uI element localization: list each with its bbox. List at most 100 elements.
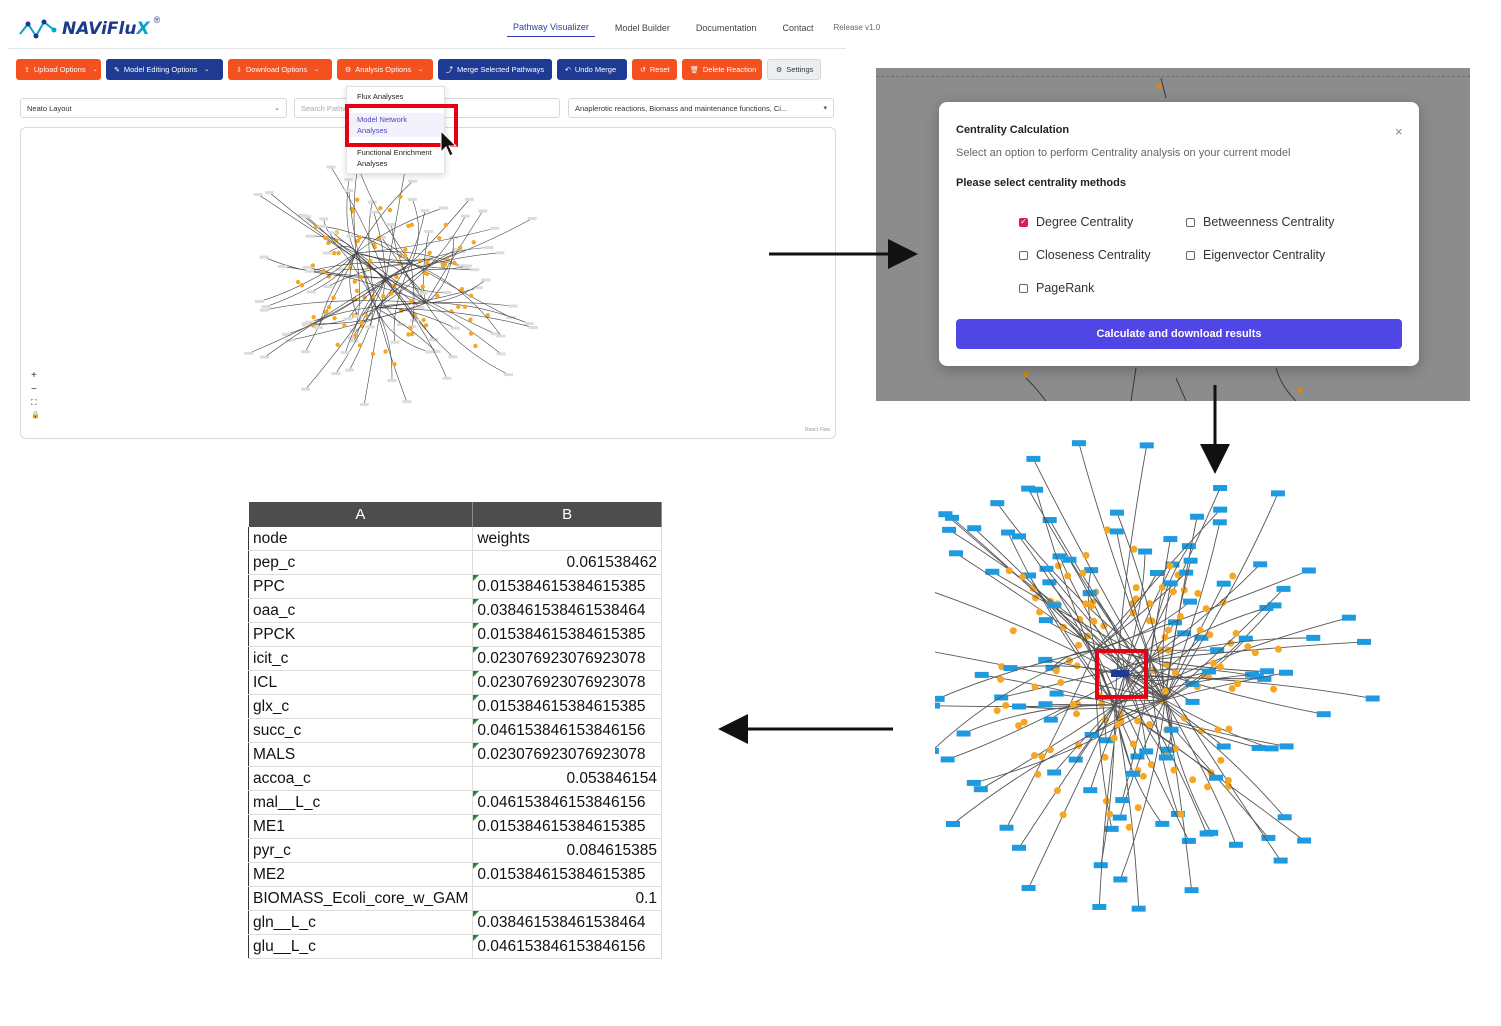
cell-node[interactable]: BIOMASS_Ecoli_core_w_GAM [247,886,474,911]
metabolite-node[interactable] [335,342,340,347]
reaction-node[interactable] [1260,668,1275,675]
reaction-node[interactable] [260,355,270,359]
reaction-node[interactable] [1267,602,1282,609]
metabolite-node[interactable] [1082,600,1090,608]
reaction-node[interactable] [314,326,324,330]
cell-weight[interactable]: 0.023076923076923078 [472,742,662,767]
metabolite-node[interactable] [354,288,360,294]
cell-weight[interactable]: 0.061538462 [472,550,662,575]
reaction-node[interactable] [420,209,430,213]
metabolite-node[interactable] [357,235,362,240]
metabolite-node[interactable] [452,260,457,266]
reaction-node[interactable] [942,526,957,533]
metabolite-node[interactable] [1216,663,1224,671]
reaction-node[interactable] [1183,598,1198,605]
metabolite-node[interactable] [1210,659,1218,667]
reaction-node[interactable] [402,400,412,404]
metabolite-node[interactable] [1110,734,1118,742]
reaction-node[interactable] [365,325,375,329]
checkbox-icon[interactable] [1019,283,1028,293]
reaction-node[interactable] [478,209,488,213]
metabolite-node[interactable] [1176,612,1184,620]
reaction-node[interactable] [1306,634,1321,641]
metabolite-node[interactable] [313,224,319,229]
metabolite-node[interactable] [1038,753,1046,761]
reaction-node[interactable] [319,217,329,221]
reaction-node[interactable] [425,350,435,354]
reaction-node[interactable] [377,235,387,239]
reaction-node[interactable] [495,251,505,255]
metabolite-node[interactable] [324,309,329,315]
cell-node[interactable]: accoa_c [247,766,474,791]
cell-node[interactable]: icit_c [247,646,474,671]
reaction-node[interactable] [1125,770,1140,777]
metabolite-node[interactable] [352,279,357,284]
reaction-node[interactable] [1155,820,1170,827]
metabolite-node[interactable] [1166,562,1174,570]
metabolite-node[interactable] [1224,776,1232,784]
reaction-node[interactable] [415,305,425,309]
cell-node[interactable]: pyr_c [247,838,474,863]
reaction-node[interactable] [1039,565,1054,572]
lock-icon[interactable]: 🔒 [31,412,40,419]
metabolite-node[interactable] [357,343,363,348]
reaction-node[interactable] [442,291,452,295]
reaction-node[interactable] [490,226,500,230]
reaction-node[interactable] [1181,837,1196,844]
reaction-node[interactable] [1026,455,1041,462]
metabolite-node[interactable] [1234,680,1242,688]
reaction-node[interactable] [966,779,981,786]
metabolite-node[interactable] [1057,678,1065,686]
metabolite-node[interactable] [1270,685,1278,693]
cell-node[interactable]: mal__L_c [247,790,474,815]
nav-pathway-visualizer[interactable]: Pathway Visualizer [507,18,595,37]
reaction-node[interactable] [1022,572,1037,579]
metabolite-node[interactable] [1129,740,1137,748]
metabolite-node[interactable] [1106,810,1114,818]
reaction-node[interactable] [1213,506,1228,513]
metabolite-node[interactable] [1053,787,1061,795]
metabolite-node[interactable] [1189,776,1197,784]
reaction-node[interactable] [1264,745,1279,752]
reaction-node[interactable] [1212,519,1227,526]
metabolite-node[interactable] [421,317,426,323]
metabolite-node[interactable] [1002,701,1010,709]
reaction-node[interactable] [1210,647,1225,654]
cell-weight[interactable]: 0.023076923076923078 [472,670,662,695]
metabolite-node[interactable] [1147,761,1155,769]
option-closeness-centrality[interactable]: Closeness Centrality [1019,248,1151,262]
centrality-network-graph[interactable] [935,430,1435,990]
cell-weight[interactable]: 0.1 [472,886,662,911]
reaction-node[interactable] [1131,905,1146,912]
metabolite-node[interactable] [364,313,369,319]
metabolite-node[interactable] [1130,545,1138,553]
cell-weight[interactable]: 0.038461538461538464 [472,910,662,935]
reaction-node[interactable] [349,328,359,332]
checkbox-checked-icon[interactable]: ✓ [1019,217,1028,227]
reaction-node[interactable] [301,322,311,326]
reaction-node[interactable] [1238,635,1253,642]
metabolite-node[interactable] [403,247,408,252]
reaction-node[interactable] [1139,748,1154,755]
metabolite-node[interactable] [1132,595,1140,603]
reaction-node[interactable] [460,214,470,218]
metabolite-node[interactable] [1005,567,1013,575]
metabolite-node[interactable] [358,275,364,280]
metabolite-node[interactable] [424,271,430,277]
metabolite-node[interactable] [326,274,332,279]
metabolite-node[interactable] [1232,629,1240,637]
cell-node[interactable]: PPC [247,574,474,599]
undo-merge-button[interactable]: ↶ Undo Merge [557,59,627,80]
reaction-node[interactable] [527,216,537,220]
reaction-node[interactable] [386,223,396,227]
reaction-node[interactable] [1163,580,1178,587]
reaction-node[interactable] [369,210,379,214]
reaction-node[interactable] [1109,509,1124,516]
reaction-node[interactable] [1029,486,1044,493]
reaction-node[interactable] [429,338,439,342]
metabolite-node[interactable] [435,293,440,299]
cell-node[interactable]: MALS [247,742,474,767]
settings-button[interactable]: ⚙ Settings [767,59,821,80]
zoom-out-icon[interactable]: − [31,384,37,395]
reaction-node[interactable] [1082,590,1097,597]
